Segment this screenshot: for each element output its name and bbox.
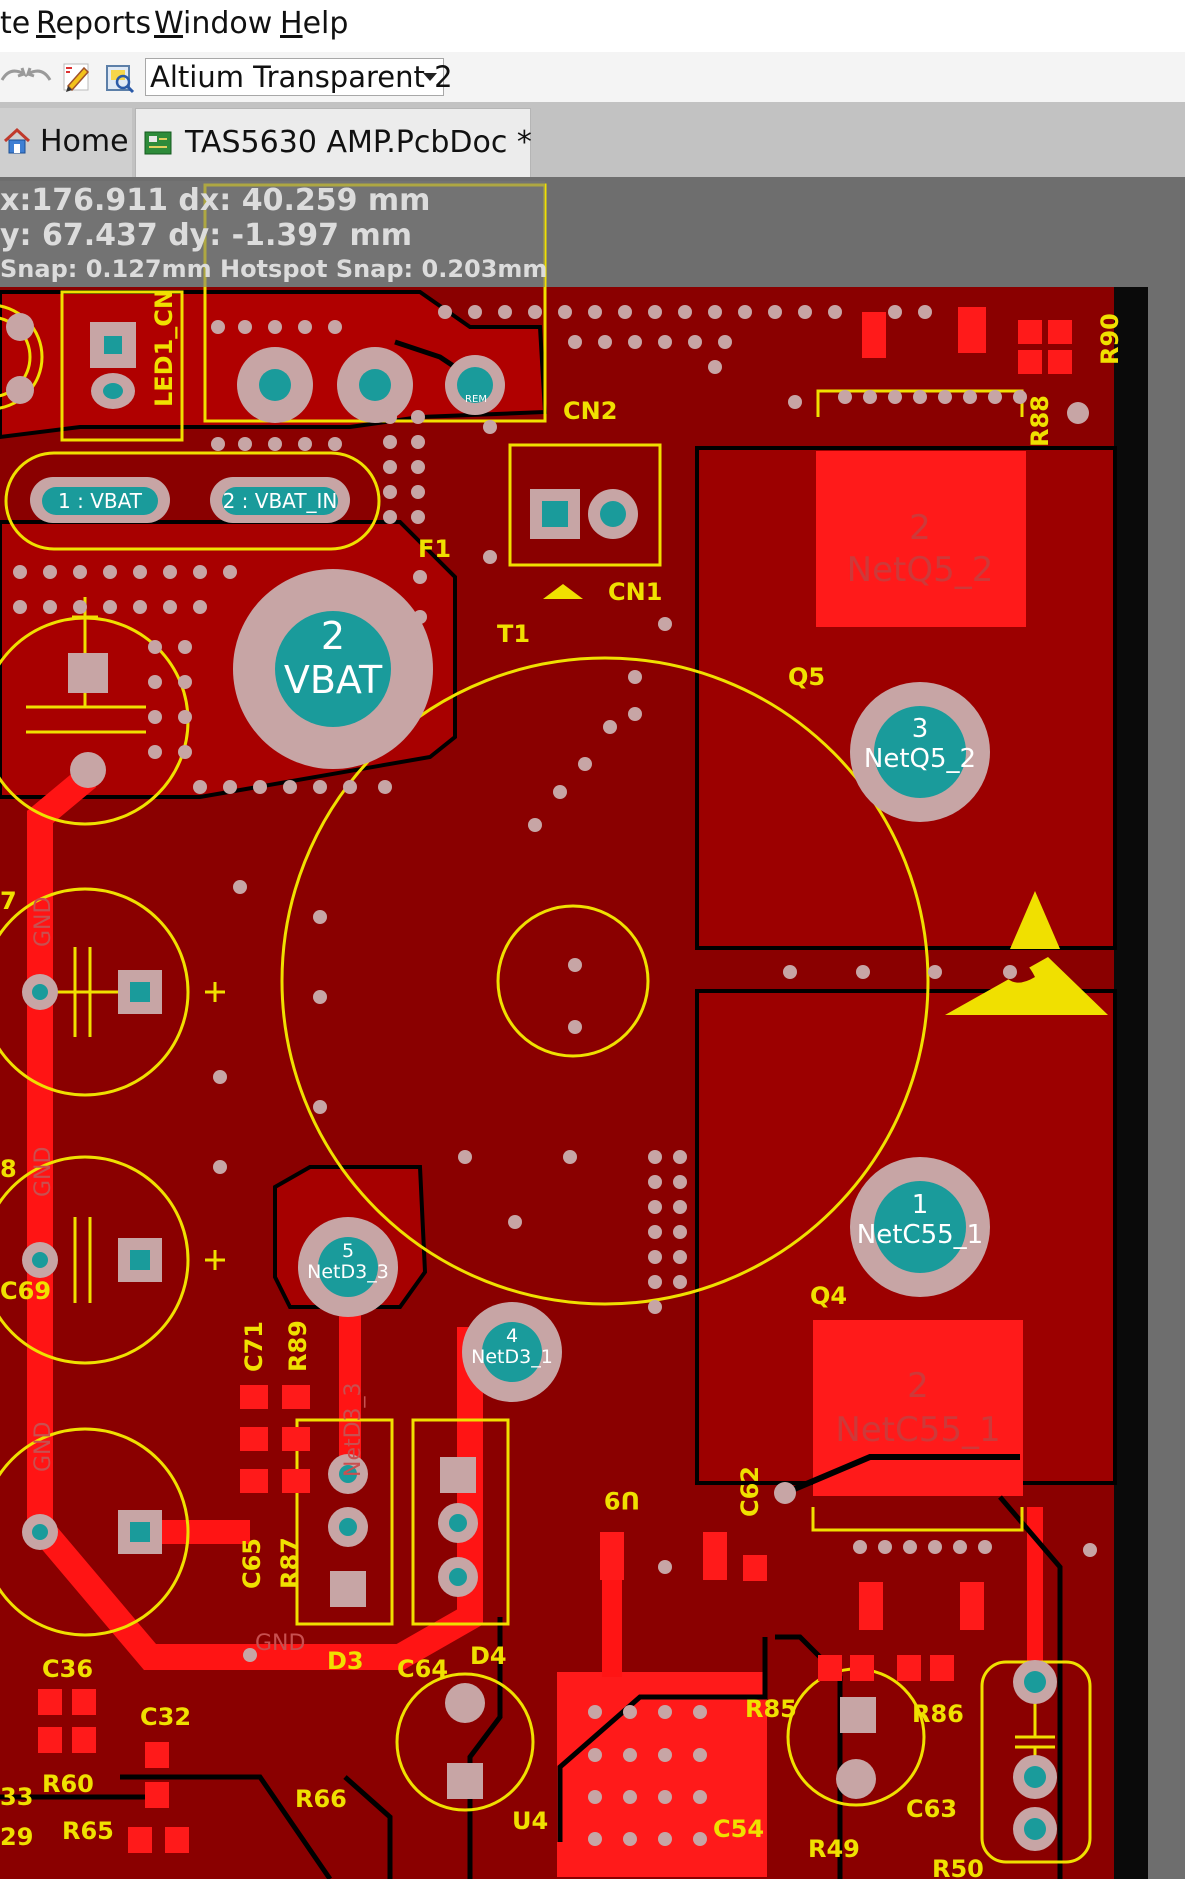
- undo-icon[interactable]: [0, 60, 34, 94]
- designator-r85: R85: [745, 1695, 797, 1723]
- designator-29: 29: [0, 1823, 33, 1851]
- designator-cn1: CN1: [608, 578, 662, 606]
- hud-snap: Snap: 0.127mm Hotspot Snap: 0.203mm: [0, 255, 548, 283]
- redo-icon[interactable]: [20, 60, 54, 94]
- pad-q4-net: NetC55_1: [857, 1220, 983, 1250]
- pad-d3-4-net: NetD3_1: [471, 1346, 553, 1368]
- board-insight-icon[interactable]: [103, 60, 137, 94]
- edit-pencil-icon[interactable]: [60, 60, 94, 94]
- designator-led1-cn: LED1_CN: [150, 289, 178, 407]
- pad-vbat-net: VBAT: [284, 658, 383, 702]
- designator-u9: U9: [604, 1486, 640, 1514]
- designator-cn2: CN2: [563, 397, 617, 425]
- net-label-netd3-3: NetD3_3: [341, 1382, 366, 1477]
- hud-x-dx: x:176.911 dx: 40.259 mm: [0, 183, 431, 218]
- menu-item-reports[interactable]: Reports: [36, 6, 152, 41]
- net-label-gnd-2: GND: [31, 1147, 56, 1197]
- designator-r49: R49: [808, 1835, 860, 1863]
- designator-c54: C54: [713, 1815, 764, 1843]
- pin1-marker-icon: [543, 584, 583, 599]
- designator-8: 8: [0, 1155, 17, 1183]
- designator-r88: R88: [1026, 395, 1054, 447]
- toolbar: Altium Transparent 2: [0, 52, 1185, 103]
- designator-c71: C71: [240, 1321, 268, 1372]
- menu-bar: te Reports Window Help: [0, 0, 1185, 53]
- track-q4-gate: [783, 1454, 1020, 1496]
- pad-q4-tab-net: NetC55_1: [835, 1410, 1000, 1450]
- designator-r66: R66: [295, 1785, 347, 1813]
- esd-warning-icon: [945, 891, 1108, 1015]
- large-pads[interactable]: [22, 322, 1057, 1851]
- pad-q5-tab-number: 2: [909, 508, 931, 548]
- designator-t1: T1: [497, 620, 530, 648]
- hud-y-dy: y: 67.437 dy: -1.397 mm: [0, 218, 412, 253]
- designator-r90: R90: [1096, 313, 1124, 365]
- view-config-combo[interactable]: Altium Transparent 2: [145, 58, 453, 96]
- net-label-gnd-1: GND: [31, 897, 56, 947]
- document-tab-bar: Home TAS5630 AMP.PcbDoc *: [0, 102, 1185, 178]
- pad-led-partial-2: [6, 376, 34, 404]
- net-label-gnd-3: GND: [31, 1422, 56, 1472]
- net-label-gnd-4: GND: [255, 1631, 305, 1656]
- menu-item-window[interactable]: Window: [154, 6, 273, 41]
- designator-7: 7: [0, 887, 17, 915]
- tab-pcbdoc[interactable]: TAS5630 AMP.PcbDoc *: [135, 108, 532, 178]
- designator-d3: D3: [327, 1647, 364, 1675]
- menu-item-place[interactable]: te: [0, 6, 31, 41]
- home-icon: [3, 127, 31, 154]
- designator-r87: R87: [276, 1537, 304, 1589]
- designator-r65: R65: [62, 1817, 114, 1845]
- trace-gnd-left: [27, 767, 483, 1670]
- designator-q5: Q5: [788, 663, 825, 691]
- pad-d3-5-net: NetD3_3: [307, 1261, 389, 1283]
- pad-u4-thermal[interactable]: [557, 1672, 767, 1877]
- pcb-canvas[interactable]: 2 NetQ5_2 2 NetC55_1: [0, 177, 1185, 1879]
- pad-q5-number: 3: [912, 714, 929, 744]
- menu-item-help[interactable]: Help: [280, 6, 349, 41]
- designator-d4: D4: [470, 1642, 507, 1670]
- pcb-document-icon: [144, 131, 172, 155]
- designator-q4: Q4: [810, 1282, 847, 1310]
- view-config-value: Altium Transparent 2: [150, 60, 453, 94]
- pad-q5-net: NetQ5_2: [864, 744, 976, 774]
- coordinate-hud: x:176.911 dx: 40.259 mm y: 67.437 dy: -1…: [0, 181, 548, 287]
- designator-r86: R86: [912, 1700, 964, 1728]
- designator-r50: R50: [932, 1855, 984, 1879]
- tab-pcbdoc-label: TAS5630 AMP.PcbDoc *: [185, 125, 532, 160]
- pad-vbat-number: 2: [321, 614, 345, 658]
- pad-q5-tab[interactable]: [816, 451, 1026, 627]
- designator-u4: U4: [512, 1807, 548, 1835]
- designator-r60: R60: [42, 1770, 94, 1798]
- led-outline-partial: [0, 304, 44, 410]
- pad-led-partial: [6, 313, 34, 341]
- pad-vbat-connector-label: 1 : VBAT: [58, 489, 143, 513]
- pad-vbat-in-label: 2 : VBAT_IN: [223, 489, 338, 513]
- designator-33: 33: [0, 1783, 33, 1811]
- designator-c62: C62: [736, 1466, 764, 1517]
- designator-r89: R89: [284, 1320, 312, 1372]
- pad-q5-tab-net: NetQ5_2: [847, 550, 994, 590]
- pcb-board-view[interactable]: 2 NetQ5_2 2 NetC55_1: [0, 177, 1185, 1879]
- pad-d3-5-number: 5: [342, 1240, 354, 1262]
- designator-c69: C69: [0, 1277, 51, 1305]
- designator-c63: C63: [906, 1795, 957, 1823]
- pad-q4-number: 1: [912, 1190, 929, 1220]
- pad-d3-4-number: 4: [506, 1325, 518, 1347]
- via-array: [13, 305, 1097, 1846]
- chevron-down-icon[interactable]: [423, 73, 437, 81]
- tab-home-label: Home: [40, 124, 129, 159]
- net-label-rem: REM: [465, 394, 487, 405]
- designator-f1: F1: [418, 535, 451, 563]
- designator-c65: C65: [238, 1538, 266, 1589]
- designator-c36: C36: [42, 1655, 93, 1683]
- designator-c64: C64: [397, 1655, 448, 1683]
- board-edge-keepout: [1114, 287, 1148, 1879]
- designator-c32: C32: [140, 1703, 191, 1731]
- tab-home[interactable]: Home: [0, 108, 132, 177]
- pad-q4-tab-number: 2: [907, 1366, 929, 1406]
- smd-pads[interactable]: [38, 307, 1072, 1853]
